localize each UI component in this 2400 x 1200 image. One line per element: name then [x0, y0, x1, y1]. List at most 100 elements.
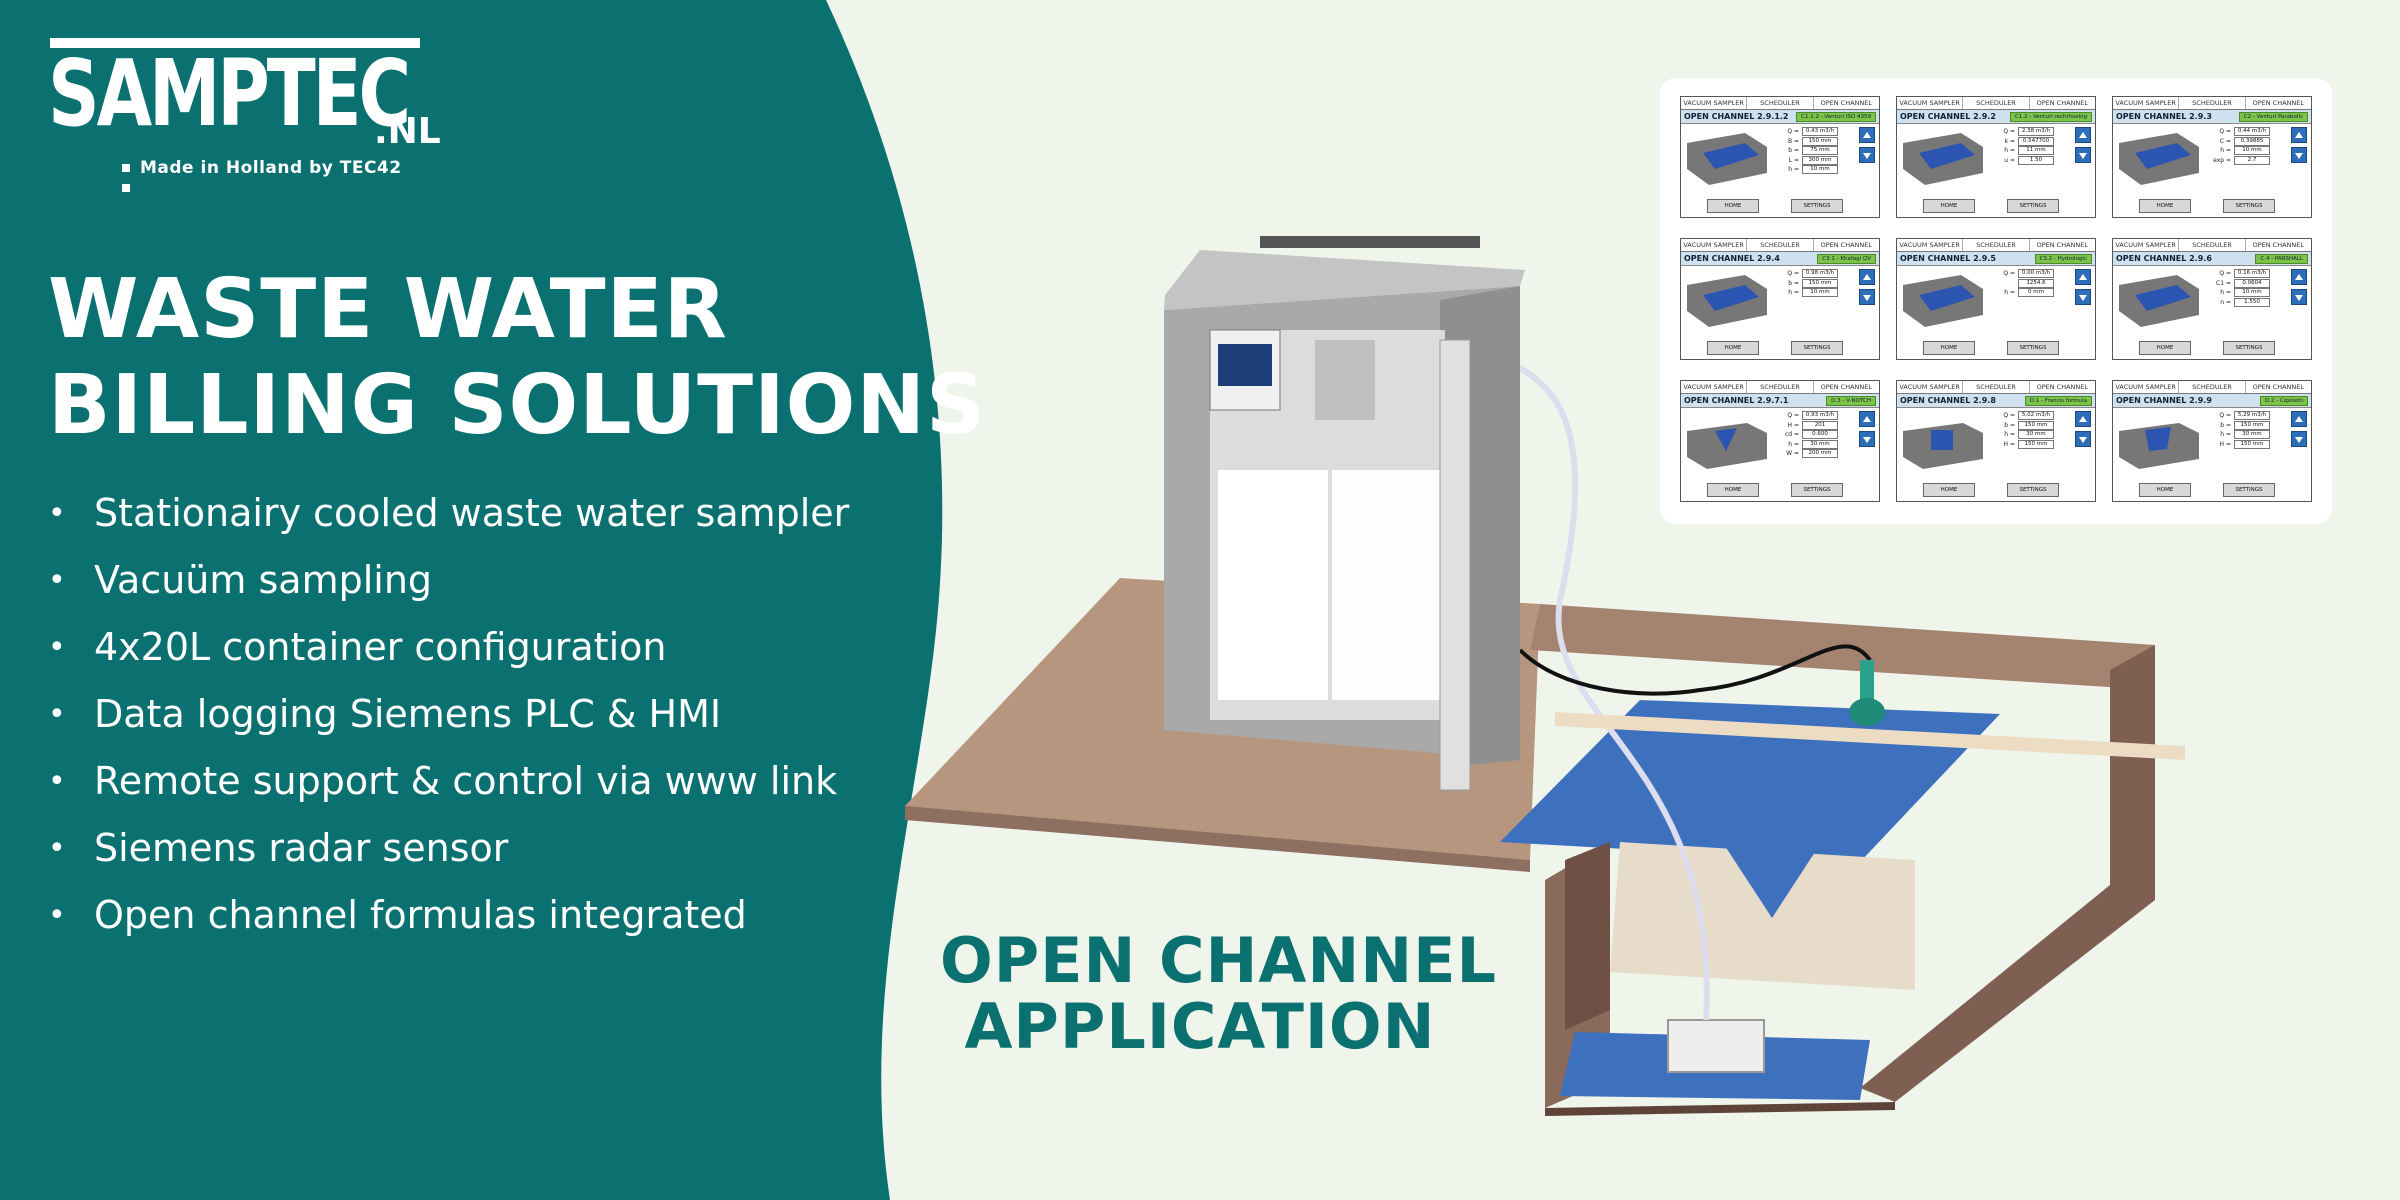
settings-button[interactable]: SETTINGS [2007, 341, 2059, 355]
nav-open-channel[interactable]: OPEN CHANNEL [1820, 99, 1873, 107]
value-field[interactable]: 0.0604 [2234, 278, 2270, 288]
settings-button[interactable]: SETTINGS [2007, 199, 2059, 213]
nav-scheduler[interactable]: SCHEDULER [1747, 97, 1814, 109]
value-field[interactable]: 1.550 [2234, 297, 2270, 307]
nav-scheduler[interactable]: SCHEDULER [2179, 381, 2246, 393]
nav-scheduler[interactable]: SCHEDULER [1963, 97, 2030, 109]
arrow-down-icon[interactable] [1859, 147, 1875, 163]
nav-scheduler[interactable]: SCHEDULER [1963, 381, 2030, 393]
value-field[interactable]: 5.29 m3/h [2234, 411, 2270, 421]
arrow-up-icon[interactable] [2075, 269, 2091, 285]
nav-vacuum-sampler[interactable]: VACUUM SAMPLER [1681, 381, 1748, 393]
arrow-up-icon[interactable] [2075, 411, 2091, 427]
settings-button[interactable]: SETTINGS [2223, 483, 2275, 497]
value-field[interactable]: 1.50 [2018, 155, 2054, 165]
value-field[interactable]: 10 mm [1802, 165, 1838, 175]
arrow-up-icon[interactable] [1859, 411, 1875, 427]
value-field[interactable]: 2.38 m3/h [2018, 127, 2054, 137]
nav-vacuum-sampler[interactable]: VACUUM SAMPLER [2113, 381, 2180, 393]
nav-open-channel[interactable]: OPEN CHANNEL [2036, 383, 2089, 391]
home-button[interactable]: HOME [2139, 341, 2191, 355]
value-field[interactable]: 30 mm [1802, 439, 1838, 449]
flume-diagram [1903, 133, 1983, 185]
nav-scheduler[interactable]: SCHEDULER [2179, 239, 2246, 251]
value-field[interactable]: 0 mm [2018, 288, 2054, 298]
nav-vacuum-sampler[interactable]: VACUUM SAMPLER [1897, 97, 1964, 109]
arrow-up-icon[interactable] [1859, 127, 1875, 143]
home-button[interactable]: HOME [1923, 341, 1975, 355]
nav-scheduler[interactable]: SCHEDULER [2179, 97, 2246, 109]
value-field[interactable]: 150 mm [1802, 136, 1838, 146]
nav-vacuum-sampler[interactable]: VACUUM SAMPLER [1681, 97, 1748, 109]
nav-open-channel[interactable]: OPEN CHANNEL [1820, 383, 1873, 391]
home-button[interactable]: HOME [2139, 199, 2191, 213]
home-button[interactable]: HOME [1707, 341, 1759, 355]
value-field[interactable]: 150 mm [2234, 420, 2270, 430]
nav-scheduler[interactable]: SCHEDULER [1747, 239, 1814, 251]
nav-vacuum-sampler[interactable]: VACUUM SAMPLER [2113, 97, 2180, 109]
value-field[interactable]: 0.600 [1802, 430, 1838, 440]
value-field[interactable]: 30 mm [2234, 430, 2270, 440]
value-field[interactable]: 30 mm [2018, 430, 2054, 440]
value-field[interactable]: 10 mm [1802, 288, 1838, 298]
arrow-down-icon[interactable] [2291, 431, 2307, 447]
value-field[interactable]: 150 mm [2018, 420, 2054, 430]
value-field[interactable]: 1254.6 [2018, 278, 2054, 288]
value-field[interactable]: 0.39885 [2234, 136, 2270, 146]
settings-button[interactable]: SETTINGS [2223, 341, 2275, 355]
settings-button[interactable]: SETTINGS [2223, 199, 2275, 213]
settings-button[interactable]: SETTINGS [1791, 341, 1843, 355]
arrow-down-icon[interactable] [2075, 147, 2091, 163]
settings-button[interactable]: SETTINGS [1791, 483, 1843, 497]
arrow-down-icon[interactable] [2075, 289, 2091, 305]
value-field[interactable]: 150 mm [1802, 278, 1838, 288]
value-field[interactable]: 200 mm [1802, 449, 1838, 459]
value-field[interactable]: 0.547700 [2018, 136, 2054, 146]
arrow-down-icon[interactable] [1859, 431, 1875, 447]
value-field[interactable]: 0.16 m3/h [2234, 269, 2270, 279]
nav-scheduler[interactable]: SCHEDULER [1747, 381, 1814, 393]
arrow-up-icon[interactable] [2291, 269, 2307, 285]
nav-open-channel[interactable]: OPEN CHANNEL [2252, 241, 2305, 249]
value-field[interactable]: 300 mm [1802, 155, 1838, 165]
value-field[interactable]: 150 mm [2234, 439, 2270, 449]
home-button[interactable]: HOME [1707, 483, 1759, 497]
value-field[interactable]: 2.7 [2234, 155, 2270, 165]
nav-open-channel[interactable]: OPEN CHANNEL [2252, 99, 2305, 107]
value-field[interactable]: 75 mm [1802, 146, 1838, 156]
arrow-up-icon[interactable] [2291, 411, 2307, 427]
value-field[interactable]: 150 mm [2018, 439, 2054, 449]
value-field[interactable]: 0.98 m3/h [1802, 269, 1838, 279]
home-button[interactable]: HOME [1707, 199, 1759, 213]
value-field[interactable]: 11 mm [2018, 146, 2054, 156]
value-field[interactable]: 0.00 m3/h [2018, 269, 2054, 279]
arrow-down-icon[interactable] [2075, 431, 2091, 447]
value-field[interactable]: 10 mm [2234, 146, 2270, 156]
nav-vacuum-sampler[interactable]: VACUUM SAMPLER [1897, 239, 1964, 251]
home-button[interactable]: HOME [1923, 483, 1975, 497]
nav-open-channel[interactable]: OPEN CHANNEL [2252, 383, 2305, 391]
nav-open-channel[interactable]: OPEN CHANNEL [1820, 241, 1873, 249]
arrow-down-icon[interactable] [1859, 289, 1875, 305]
arrow-up-icon[interactable] [2291, 127, 2307, 143]
value-field[interactable]: 201 [1802, 420, 1838, 430]
home-button[interactable]: HOME [2139, 483, 2191, 497]
arrow-down-icon[interactable] [2291, 147, 2307, 163]
value-field[interactable]: 0.93 m3/h [1802, 411, 1838, 421]
nav-scheduler[interactable]: SCHEDULER [1963, 239, 2030, 251]
nav-open-channel[interactable]: OPEN CHANNEL [2036, 241, 2089, 249]
arrow-up-icon[interactable] [1859, 269, 1875, 285]
nav-vacuum-sampler[interactable]: VACUUM SAMPLER [1681, 239, 1748, 251]
nav-vacuum-sampler[interactable]: VACUUM SAMPLER [2113, 239, 2180, 251]
home-button[interactable]: HOME [1923, 199, 1975, 213]
value-field[interactable]: 0.43 m3/h [1802, 127, 1838, 137]
arrow-down-icon[interactable] [2291, 289, 2307, 305]
settings-button[interactable]: SETTINGS [2007, 483, 2059, 497]
value-field[interactable]: 0.44 m3/h [2234, 127, 2270, 137]
value-field[interactable]: 10 mm [2234, 288, 2270, 298]
arrow-up-icon[interactable] [2075, 127, 2091, 143]
value-field[interactable]: 5.02 m3/h [2018, 411, 2054, 421]
nav-open-channel[interactable]: OPEN CHANNEL [2036, 99, 2089, 107]
settings-button[interactable]: SETTINGS [1791, 199, 1843, 213]
nav-vacuum-sampler[interactable]: VACUUM SAMPLER [1897, 381, 1964, 393]
